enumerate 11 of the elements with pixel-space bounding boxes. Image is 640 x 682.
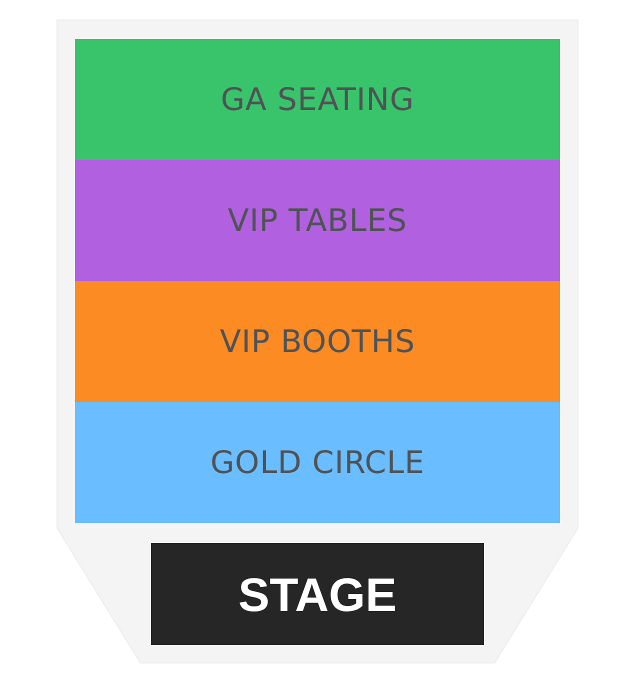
section-label: VIP BOOTHS	[220, 324, 416, 360]
stage-block	[151, 543, 484, 645]
seating-section	[75, 39, 560, 160]
seating-section	[75, 160, 560, 281]
stage-label: STAGE	[238, 566, 397, 622]
seating-section	[75, 281, 560, 402]
section-label: GA SEATING	[220, 82, 414, 118]
seating-section	[75, 402, 560, 523]
venue-floor	[57, 20, 578, 663]
section-label: VIP TABLES	[228, 202, 408, 238]
section-label: GOLD CIRCLE	[210, 444, 425, 480]
